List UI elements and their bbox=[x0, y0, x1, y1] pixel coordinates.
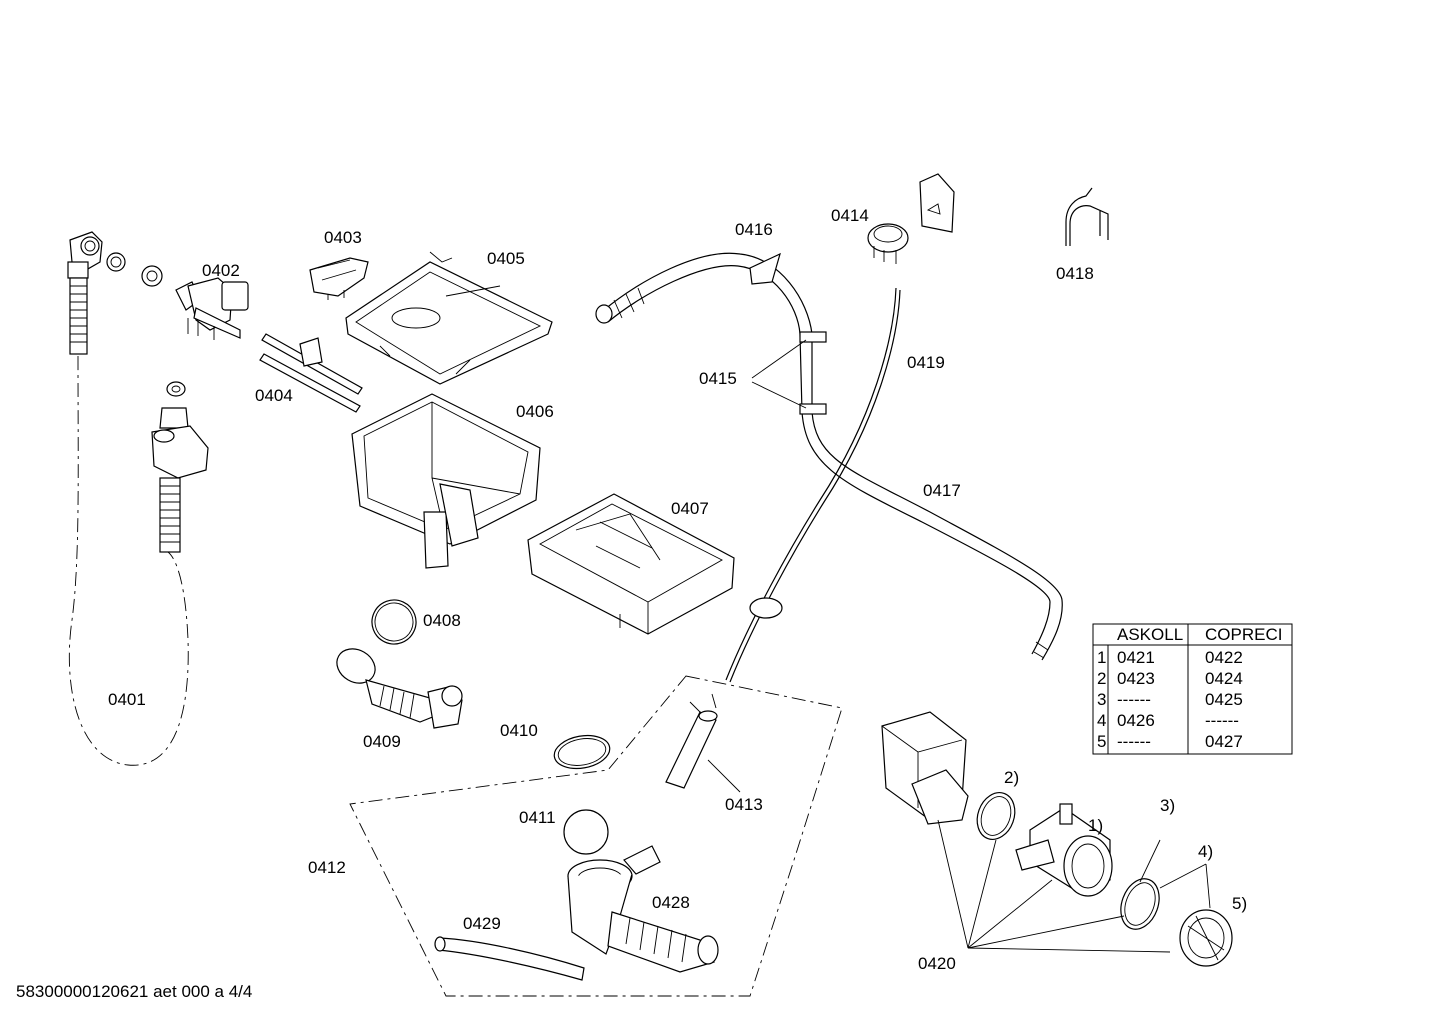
callout-0419: 0419 bbox=[907, 353, 945, 372]
part-0407-detergent-drawer bbox=[527, 493, 735, 635]
callout-0410: 0410 bbox=[500, 721, 538, 740]
table-row-askoll: 0426 bbox=[1117, 711, 1155, 730]
document-footer-id: 58300000120621 aet 000 a 4/4 bbox=[16, 982, 252, 1001]
callout-0401: 0401 bbox=[108, 690, 146, 709]
part-0417-drain-hose bbox=[595, 252, 1063, 661]
part-0419-level-tube bbox=[725, 287, 901, 683]
part-0403-bracket bbox=[309, 257, 369, 300]
callout-sub-3: 3) bbox=[1160, 796, 1175, 815]
part-0428-sump bbox=[567, 845, 719, 973]
part-0402-inlet-valve bbox=[141, 265, 249, 340]
leader-lines bbox=[707, 339, 1211, 953]
table-row-copreci: ------ bbox=[1205, 711, 1239, 730]
callout-0416: 0416 bbox=[735, 220, 773, 239]
part-0401-inlet-hose bbox=[67, 231, 209, 766]
part-0410-seal-ring bbox=[553, 734, 611, 770]
part-0406-dispenser-housing bbox=[351, 393, 541, 569]
callout-sub-5: 5) bbox=[1232, 894, 1247, 913]
table-row-copreci: 0424 bbox=[1205, 669, 1243, 688]
table-row-num: 1 bbox=[1097, 648, 1106, 667]
callout-0420: 0420 bbox=[918, 954, 956, 973]
callout-0409: 0409 bbox=[363, 732, 401, 751]
table-row-num: 5 bbox=[1097, 732, 1106, 751]
callout-0411: 0411 bbox=[519, 808, 556, 827]
callout-0412: 0412 bbox=[308, 858, 346, 877]
callout-0415: 0415 bbox=[699, 369, 737, 388]
part-0409-hose bbox=[336, 648, 463, 729]
callout-0404: 0404 bbox=[255, 386, 293, 405]
table-row-copreci: 0425 bbox=[1205, 690, 1243, 709]
part-0429-hose bbox=[434, 936, 585, 981]
part-0413-sensor bbox=[665, 693, 718, 789]
part-0408-seal-ring bbox=[371, 599, 417, 645]
callout-0428: 0428 bbox=[652, 893, 690, 912]
callout-0417: 0417 bbox=[923, 481, 961, 500]
table-row-num: 4 bbox=[1097, 711, 1106, 730]
callout-sub-4: 4) bbox=[1198, 842, 1213, 861]
callout-sub-2: 2) bbox=[1004, 768, 1019, 787]
part-0414-pressure-switch bbox=[867, 173, 955, 264]
table-row-num: 2 bbox=[1097, 669, 1106, 688]
callout-0418: 0418 bbox=[1056, 264, 1094, 283]
callout-0413: 0413 bbox=[725, 795, 763, 814]
table-row-askoll: ------ bbox=[1117, 690, 1151, 709]
callout-0403: 0403 bbox=[324, 228, 362, 247]
callout-0406: 0406 bbox=[516, 402, 554, 421]
callout-sub-1: 1) bbox=[1088, 816, 1103, 835]
callout-0407: 0407 bbox=[671, 499, 709, 518]
table-row-num: 3 bbox=[1097, 690, 1106, 709]
variant-table: ASKOLL COPRECI 1 0421 0422 2 0423 0424 3… bbox=[1092, 623, 1293, 755]
table-row-copreci: 0422 bbox=[1205, 648, 1243, 667]
callout-labels: 0401 0402 0403 0404 0405 0406 0407 0408 … bbox=[108, 206, 1247, 973]
part-0411-ball bbox=[563, 809, 609, 855]
group-0412-outline bbox=[349, 675, 843, 997]
part-0420-drain-pump bbox=[881, 711, 1233, 967]
callout-0414: 0414 bbox=[831, 206, 869, 225]
part-0405-dispenser-top bbox=[345, 251, 553, 385]
table-row-copreci: 0427 bbox=[1205, 732, 1243, 751]
callout-0429: 0429 bbox=[463, 914, 501, 933]
table-header-copreci: COPRECI bbox=[1205, 625, 1282, 644]
callout-0402: 0402 bbox=[202, 261, 240, 280]
table-row-askoll: 0421 bbox=[1117, 648, 1155, 667]
callout-0405: 0405 bbox=[487, 249, 525, 268]
part-0418-clip bbox=[1065, 187, 1109, 246]
table-row-askoll: ------ bbox=[1117, 732, 1151, 751]
callout-0408: 0408 bbox=[423, 611, 461, 630]
part-0404-tubes bbox=[259, 333, 363, 413]
table-row-askoll: 0423 bbox=[1117, 669, 1155, 688]
table-header-askoll: ASKOLL bbox=[1117, 625, 1183, 644]
